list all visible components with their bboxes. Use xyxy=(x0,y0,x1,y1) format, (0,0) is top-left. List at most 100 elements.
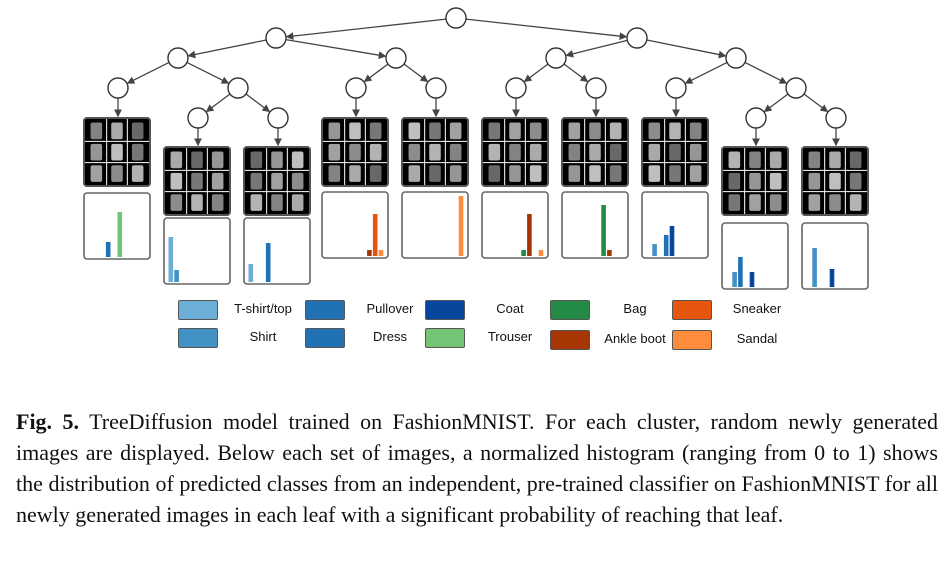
histogram-bar-t-shirt-top xyxy=(248,264,254,282)
leaf-10-shirts xyxy=(801,128,869,290)
generated-image xyxy=(609,143,622,161)
generated-image xyxy=(648,122,661,140)
legend-label: Coat xyxy=(496,301,524,316)
legend-swatch xyxy=(178,328,218,348)
histogram-bar-coat xyxy=(829,269,835,287)
tree-edge xyxy=(763,93,789,113)
histogram-bar-sandal xyxy=(538,250,544,256)
generated-image xyxy=(769,172,782,190)
class-histogram xyxy=(721,222,789,290)
generated-image xyxy=(111,143,123,161)
legend-swatch xyxy=(305,328,345,348)
histogram-bar-shirt xyxy=(732,272,737,287)
legend-label: Bag xyxy=(623,301,647,316)
generated-images-grid xyxy=(801,146,869,216)
generated-image xyxy=(211,194,224,211)
class-histogram xyxy=(83,192,151,260)
histogram-bar-sandal xyxy=(378,250,384,256)
generated-image xyxy=(488,122,501,140)
generated-image xyxy=(328,165,341,182)
generated-images-grid xyxy=(401,117,469,187)
histogram-bar-ankle-boot xyxy=(367,250,372,256)
legend-swatch xyxy=(550,330,590,350)
generated-image xyxy=(250,194,263,211)
generated-image xyxy=(808,151,821,169)
tree-edge xyxy=(744,61,788,84)
leaf-1-trousers xyxy=(83,98,151,260)
generated-image xyxy=(429,143,441,161)
generated-image xyxy=(669,165,681,182)
generated-image xyxy=(648,165,661,182)
class-histogram xyxy=(641,191,709,259)
histogram-bar-ankle-boot xyxy=(527,214,532,256)
generated-image xyxy=(509,122,521,140)
tree-node xyxy=(167,47,189,69)
histogram-bar-bag xyxy=(521,250,526,256)
generated-image xyxy=(749,194,761,211)
generated-image xyxy=(191,194,203,211)
generated-image xyxy=(90,143,103,161)
generated-images-grid xyxy=(721,146,789,216)
generated-image xyxy=(689,122,702,140)
class-histogram xyxy=(561,191,629,259)
tree-edge xyxy=(187,39,267,59)
generated-image xyxy=(131,165,144,182)
tree-node xyxy=(725,47,747,69)
generated-image xyxy=(749,172,761,190)
tree-node xyxy=(825,107,847,129)
generated-image xyxy=(488,165,501,182)
legend-label: Sandal xyxy=(736,331,778,346)
tree-node xyxy=(267,107,289,129)
tree-node xyxy=(545,47,567,69)
tree-edge xyxy=(205,93,231,113)
generated-image xyxy=(90,165,103,182)
generated-image xyxy=(271,151,283,169)
class-histogram xyxy=(481,191,549,259)
tree-node xyxy=(626,27,648,49)
leaf-9-pullovers xyxy=(721,128,789,290)
generated-image xyxy=(429,165,441,182)
generated-image xyxy=(849,194,862,211)
tree-node xyxy=(425,77,447,99)
legend-swatch xyxy=(178,300,218,320)
legend-label: Dress xyxy=(373,329,407,344)
tree-node xyxy=(665,77,687,99)
tree-edge xyxy=(684,61,728,84)
histogram-bar-dress xyxy=(265,243,271,282)
generated-images-grid xyxy=(243,146,311,216)
tree-edge xyxy=(563,63,589,83)
generated-images-grid xyxy=(641,117,709,187)
generated-image xyxy=(111,165,123,182)
generated-image xyxy=(728,151,741,169)
class-histogram xyxy=(801,222,869,290)
generated-image xyxy=(669,122,681,140)
tree-node xyxy=(187,107,209,129)
leaf-8-coats xyxy=(641,98,709,259)
generated-image xyxy=(669,143,681,161)
tree-edge xyxy=(186,61,230,84)
generated-image xyxy=(609,122,622,140)
histogram-bar-shirt xyxy=(652,244,657,256)
legend-label: Ankle boot xyxy=(604,331,666,346)
generated-images-grid xyxy=(561,117,629,187)
histogram-bar-t-shirt-top xyxy=(168,237,174,282)
histogram-bar-pullover xyxy=(738,257,743,287)
generated-image xyxy=(349,122,361,140)
tree-edge xyxy=(285,39,387,59)
generated-image xyxy=(529,122,542,140)
histogram-bar-coat xyxy=(749,272,755,287)
generated-image xyxy=(449,122,462,140)
generated-image xyxy=(449,143,462,161)
generated-image xyxy=(211,172,224,190)
histogram-bar-sneaker xyxy=(372,214,378,256)
histogram-bar-dress xyxy=(105,242,111,257)
generated-image xyxy=(589,122,601,140)
generated-image xyxy=(689,165,702,182)
histogram-bar-sandal xyxy=(458,196,464,256)
generated-image xyxy=(728,172,741,190)
generated-image xyxy=(349,165,361,182)
generated-images-grid xyxy=(83,117,151,187)
caption-text: TreeDiffusion model trained on FashionMN… xyxy=(16,409,938,527)
legend-label: Trouser xyxy=(487,329,533,344)
generated-image xyxy=(769,194,782,211)
